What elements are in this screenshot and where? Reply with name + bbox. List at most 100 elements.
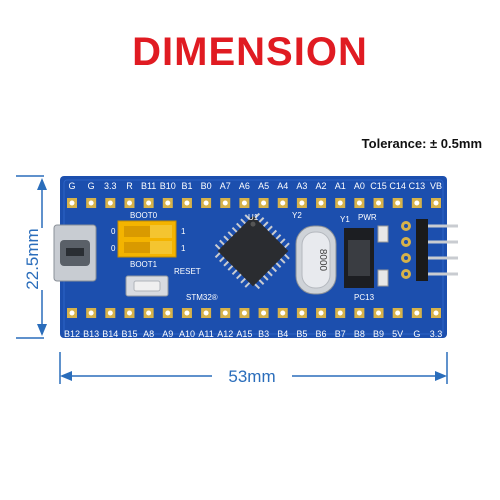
- micro-usb-connector: [53, 224, 97, 282]
- top-pin-label: B1: [181, 181, 192, 191]
- top-pin-label: A6: [239, 181, 250, 191]
- top-pin-label: A7: [220, 181, 231, 191]
- pin-hole: [318, 200, 324, 206]
- crystal-label: 8000: [317, 249, 328, 272]
- title: DIMENSION: [132, 30, 368, 74]
- top-pin-label: A3: [296, 181, 307, 191]
- bottom-pin-label: B13: [83, 329, 99, 339]
- pin-hole: [261, 200, 267, 206]
- top-pin-label: A0: [354, 181, 365, 191]
- pin-hole: [203, 200, 209, 206]
- jumper-one-bottom: 1: [181, 244, 186, 253]
- top-pin-label: A1: [335, 181, 346, 191]
- top-pin-label: C13: [409, 181, 426, 191]
- pin-hole: [107, 310, 113, 316]
- pin-hole: [261, 310, 267, 316]
- pin-hole: [414, 310, 420, 316]
- reset-label: RESET: [174, 267, 201, 276]
- pin-hole: [299, 200, 305, 206]
- boot-jumpers: [117, 220, 177, 258]
- top-pin-label: B10: [160, 181, 176, 191]
- pin-hole: [241, 200, 247, 206]
- bottom-pin-label: B7: [335, 329, 346, 339]
- tolerance-note: Tolerance: ± 0.5mm: [361, 136, 482, 151]
- top-pin-label: A5: [258, 181, 269, 191]
- right-angle-header: [416, 219, 458, 281]
- pwr-label: PWR: [358, 213, 377, 222]
- pin-hole: [165, 200, 171, 206]
- width-dimension: 53mm: [59, 352, 448, 386]
- bottom-pin-label: A10: [179, 329, 195, 339]
- pin-hole: [88, 200, 94, 206]
- pin-hole: [376, 200, 382, 206]
- top-pin-label: B11: [141, 181, 156, 191]
- top-pin-label: A2: [316, 181, 327, 191]
- pin-hole: [146, 200, 152, 206]
- bottom-pin-label: A15: [236, 329, 252, 339]
- width-label: 53mm: [228, 367, 275, 386]
- pin-hole: [318, 310, 324, 316]
- pin-hole: [337, 200, 343, 206]
- pin-hole: [222, 200, 228, 206]
- bottom-pin-label: B8: [354, 329, 365, 339]
- pin-hole: [280, 200, 286, 206]
- reset-button: [125, 275, 169, 297]
- pin-hole: [395, 310, 401, 316]
- pin-hole: [395, 200, 401, 206]
- bottom-pin-label: B14: [102, 329, 118, 339]
- debug-header-pads: [401, 221, 411, 279]
- pin-hole: [126, 200, 132, 206]
- pin-hole: [126, 310, 132, 316]
- top-pin-label: C15: [370, 181, 387, 191]
- bottom-pin-label: B6: [316, 329, 327, 339]
- pin-hole: [356, 310, 362, 316]
- pin-hole: [184, 310, 190, 316]
- top-pin-label: 3.3: [104, 181, 117, 191]
- bottom-pin-label: A11: [198, 329, 213, 339]
- top-pin-label: G: [88, 181, 95, 191]
- pin-hole: [184, 200, 190, 206]
- top-pin-label: R: [126, 181, 133, 191]
- bottom-pin-label: 3.3: [430, 329, 443, 339]
- pin-hole: [88, 310, 94, 316]
- small-components: [344, 225, 389, 288]
- pin-hole: [107, 200, 113, 206]
- jumper-zero-top: 0: [111, 227, 116, 236]
- top-pin-label: B0: [201, 181, 212, 191]
- pin-hole: [69, 200, 75, 206]
- jumper-one-top: 1: [181, 227, 186, 236]
- bottom-pin-label: B12: [64, 329, 80, 339]
- bottom-pin-label: B15: [121, 329, 137, 339]
- bottom-pin-label: 5V: [392, 329, 403, 339]
- pc13-label: PC13: [354, 293, 375, 302]
- bottom-pin-label: A9: [162, 329, 173, 339]
- pin-hole: [69, 310, 75, 316]
- pin-hole: [203, 310, 209, 316]
- bottom-pin-label: B9: [373, 329, 384, 339]
- bottom-pin-label: A12: [217, 329, 233, 339]
- top-pin-label: C14: [389, 181, 406, 191]
- pin-hole: [433, 200, 439, 206]
- height-label: 22.5mm: [23, 228, 42, 289]
- u1-label: U1: [248, 213, 259, 222]
- bottom-pin-label: G: [413, 329, 420, 339]
- top-pin-label: A4: [277, 181, 288, 191]
- y2-label: Y2: [292, 211, 302, 220]
- jumper-zero-bottom: 0: [111, 244, 116, 253]
- top-pin-label: G: [68, 181, 75, 191]
- pin-hole: [222, 310, 228, 316]
- bottom-pin-label: B5: [296, 329, 307, 339]
- height-dimension: 22.5mm: [16, 175, 47, 339]
- crystal: [295, 225, 337, 295]
- top-pin-label: VB: [430, 181, 442, 191]
- pin-hole: [165, 310, 171, 316]
- boot0-label: BOOT0: [130, 211, 158, 220]
- mcu-chip: [214, 212, 290, 290]
- pin-hole: [146, 310, 152, 316]
- bottom-pin-label: A8: [143, 329, 154, 339]
- pin-hole: [299, 310, 305, 316]
